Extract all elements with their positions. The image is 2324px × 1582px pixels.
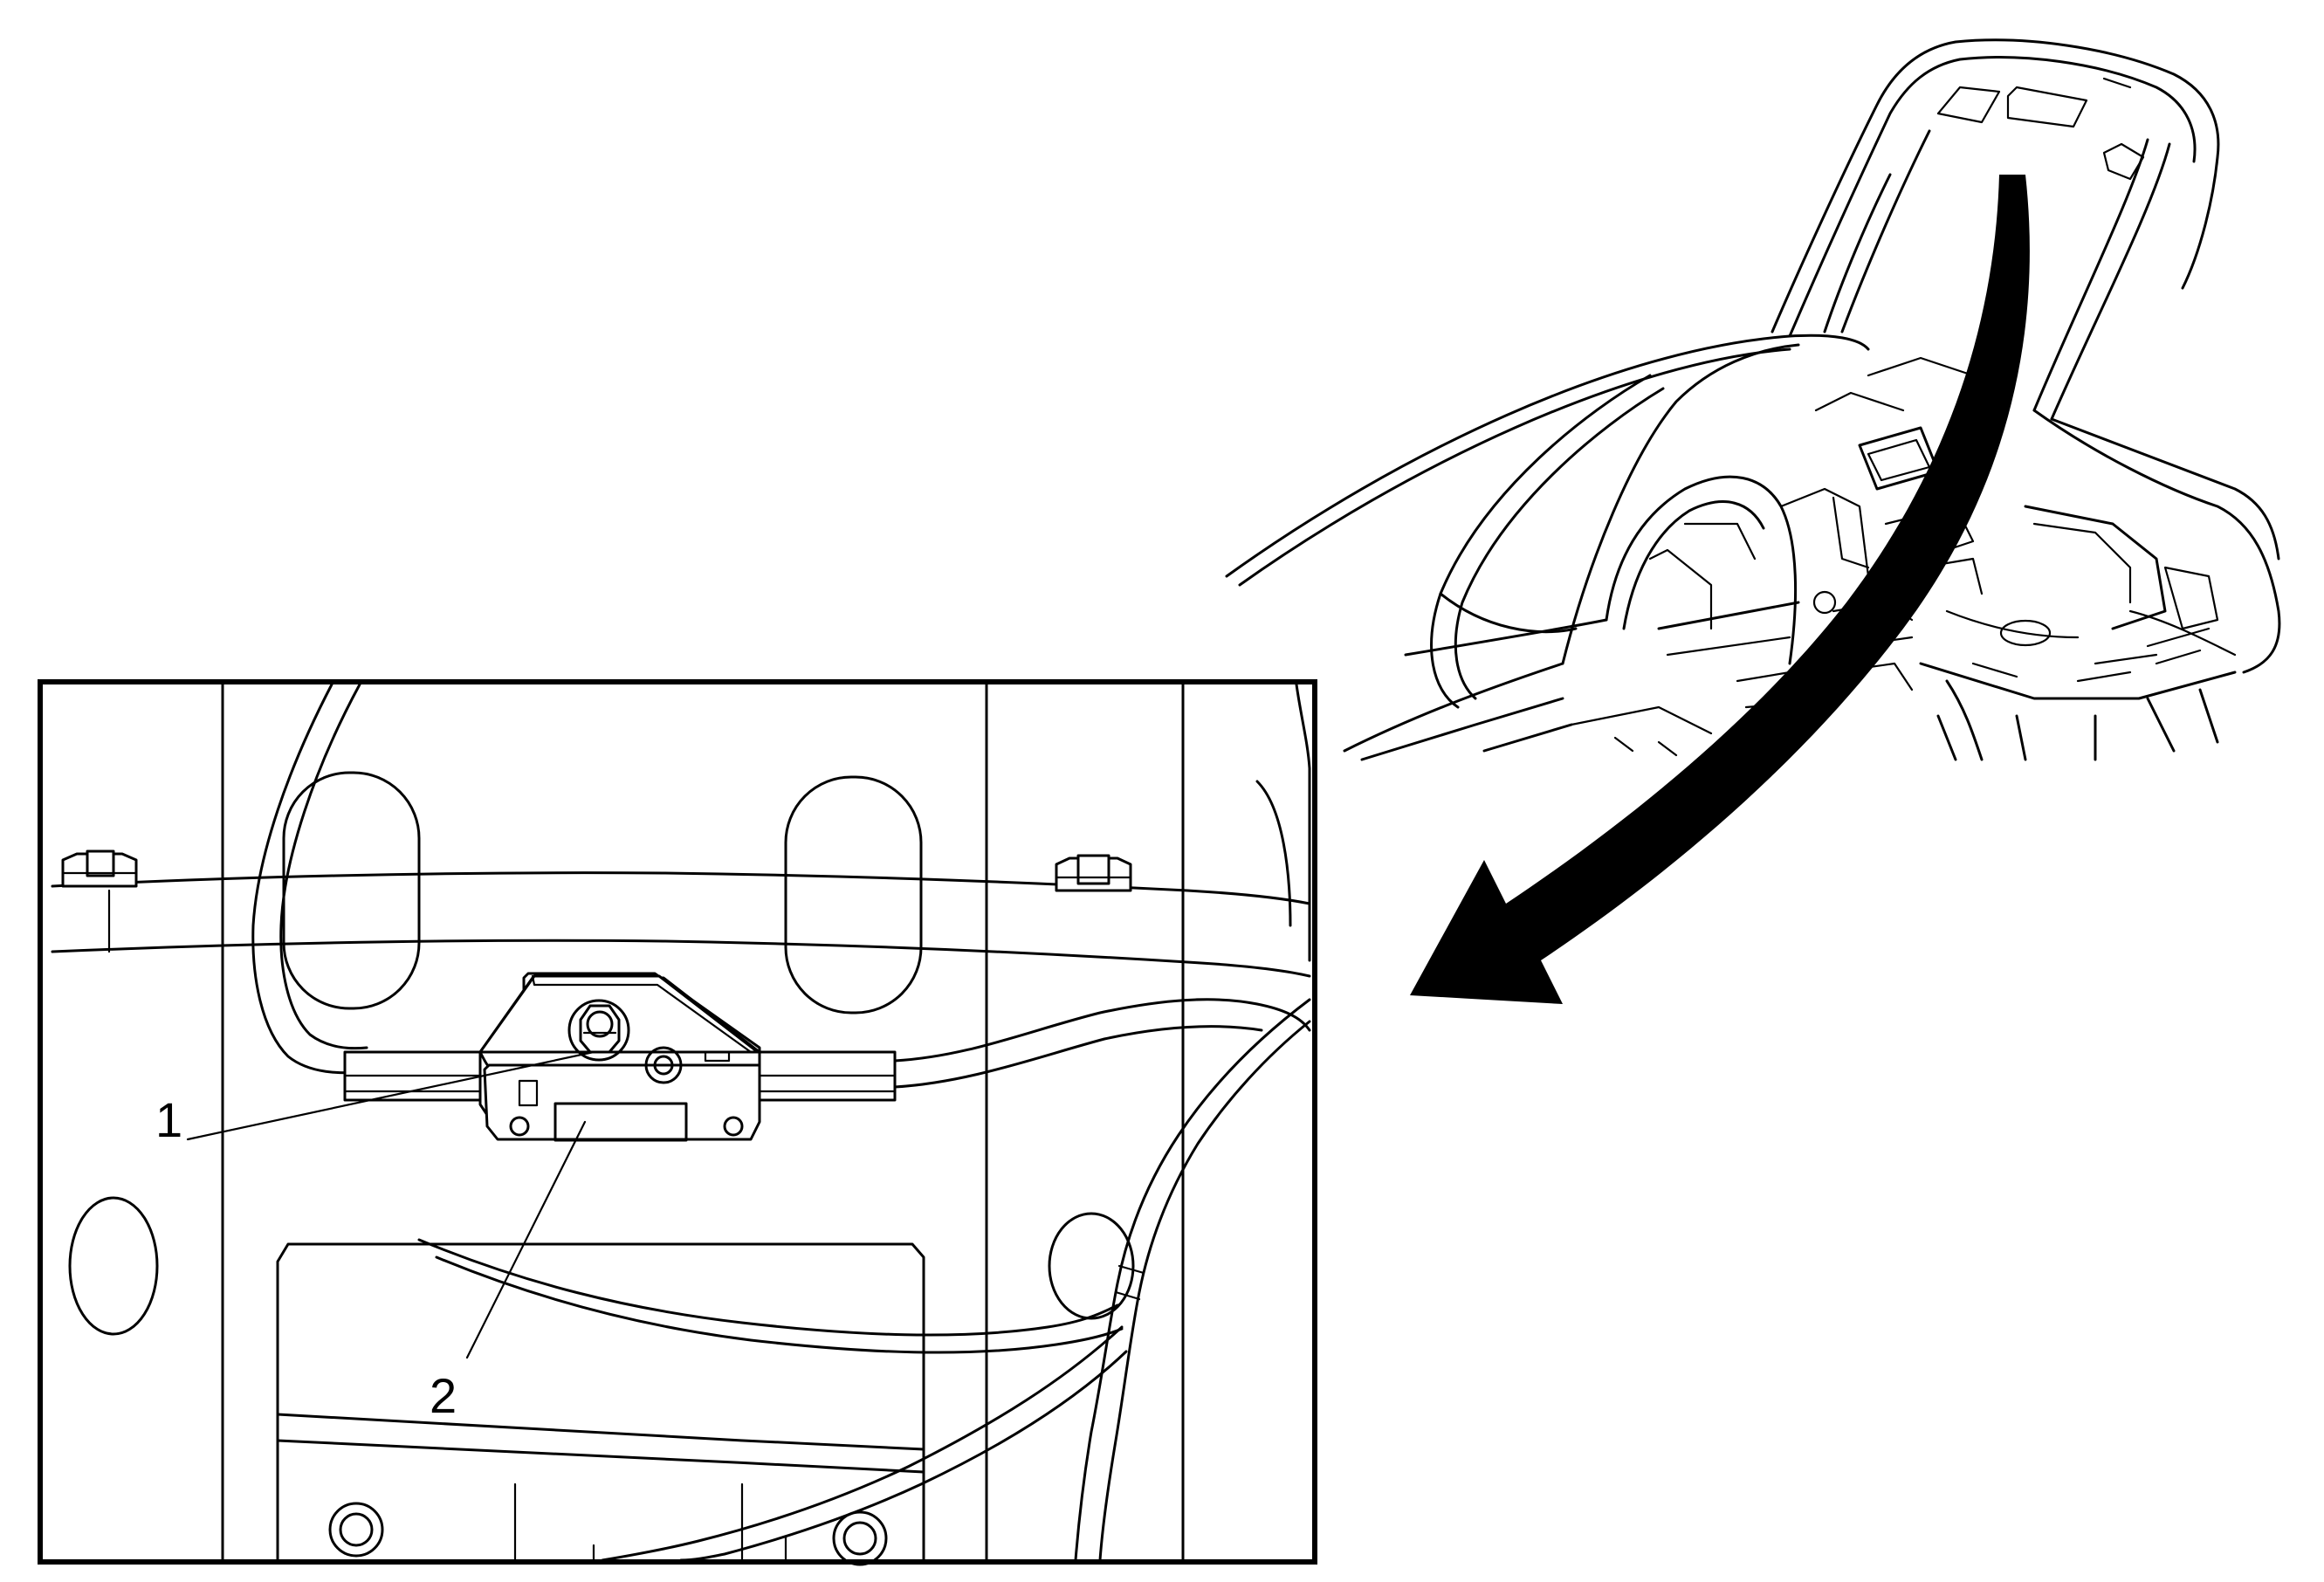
callout-1-label: 1 (155, 1092, 182, 1147)
callout-2-label: 2 (430, 1368, 457, 1423)
detail-inset: 1 2 (38, 679, 1317, 1566)
vehicle-rear-overview (1225, 38, 2281, 761)
direction-arrow (1410, 175, 2030, 1004)
callout-1-leader (186, 1050, 595, 1141)
callout-2-leader (465, 1120, 587, 1359)
